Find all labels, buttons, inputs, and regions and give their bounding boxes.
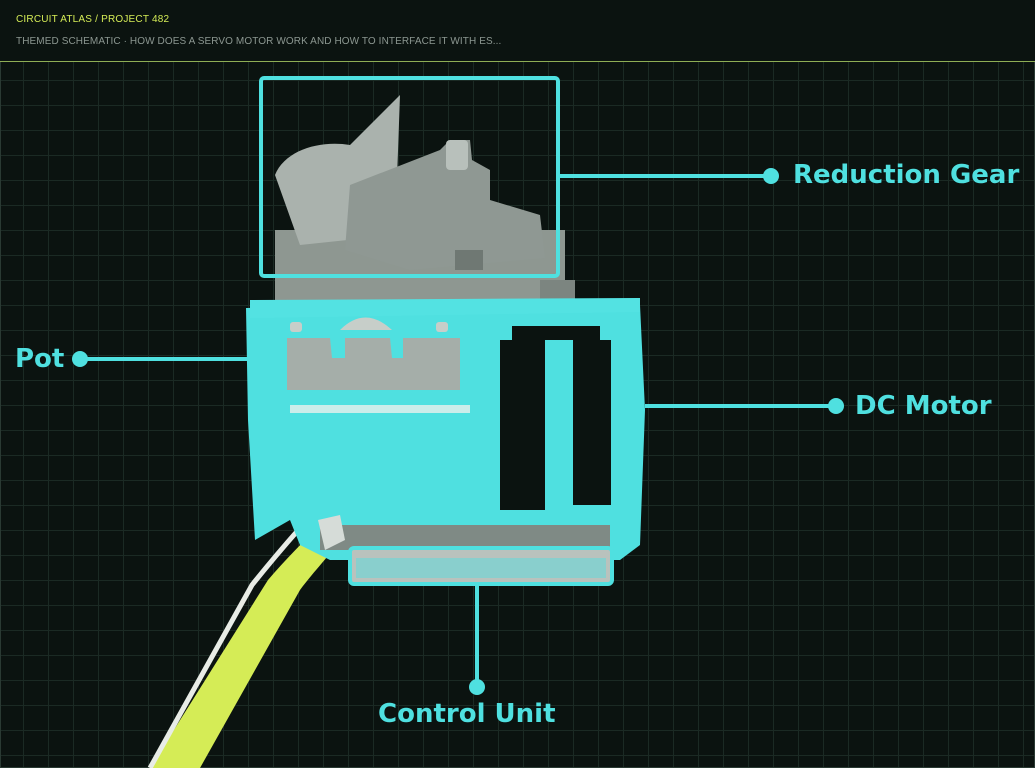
pot-window [287,317,470,413]
label-reduction-gear: Reduction Gear [793,160,1020,190]
servo-cable-edge [147,526,302,768]
control-unit-board [320,525,614,586]
label-dc-motor: DC Motor [855,391,992,421]
label-pot: Pot [15,344,65,374]
leader-dot-control-unit [469,679,485,695]
leader-dot-reduction-gear [763,168,779,184]
page-subtitle: THEMED SCHEMATIC · HOW DOES A SERVO MOTO… [16,36,502,47]
leader-dot-dc-motor [828,398,844,414]
leader-dot-pot [72,351,88,367]
dc-motor-slots [500,326,611,510]
servo-cable [150,520,340,768]
header-bar: CIRCUIT ATLAS / PROJECT 482 THEMED SCHEM… [0,0,1035,62]
label-control-unit: Control Unit [378,699,556,729]
cable-connector [318,515,345,550]
gear-assembly [275,95,575,310]
breadcrumb: CIRCUIT ATLAS / PROJECT 482 [16,14,170,25]
